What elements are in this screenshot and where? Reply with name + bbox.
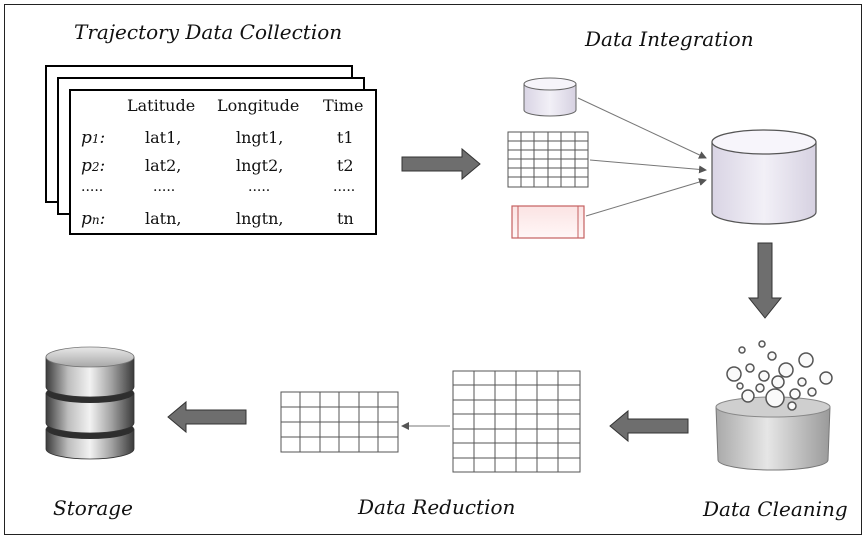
source-file-icon: [511, 205, 585, 239]
row-lat: lat2,: [145, 156, 182, 175]
arrow-left-to-reduction: [609, 409, 689, 443]
arrow-down: [747, 242, 783, 319]
source-table-icon: [507, 131, 589, 188]
caption-reduction: Data Reduction: [358, 495, 516, 519]
cleaning-pot-icon: [715, 340, 833, 471]
reduced-data-grid: [280, 391, 399, 453]
col-header-time: Time: [323, 96, 364, 115]
trajectory-table-card: Latitude Longitude Time p1: lat1, lngt1,…: [69, 89, 377, 235]
col-header-longitude: Longitude: [217, 96, 300, 115]
integrated-database-icon: [711, 129, 817, 225]
row-point-label: p1:: [81, 128, 106, 148]
col-header-latitude: Latitude: [127, 96, 196, 115]
caption-storage: Storage: [53, 496, 133, 520]
row-point-label: pn:: [81, 209, 106, 229]
caption-collection: Trajectory Data Collection: [74, 20, 343, 44]
row-point-label: .....: [81, 179, 104, 195]
connector-arrow: [577, 97, 707, 159]
row-lng: lngt1,: [236, 128, 284, 147]
caption-integration: Data Integration: [585, 27, 754, 51]
arrow-left-to-storage: [167, 400, 247, 434]
row-lng: .....: [248, 179, 271, 195]
connector-arrow: [589, 159, 707, 174]
row-time: t2: [337, 156, 354, 175]
row-lng: lngt2,: [236, 156, 284, 175]
row-time: t1: [337, 128, 354, 147]
row-lat: latn,: [145, 209, 182, 228]
row-time: .....: [333, 179, 356, 195]
row-lat: .....: [153, 179, 176, 195]
row-time: tn: [337, 209, 354, 228]
row-lat: lat1,: [145, 128, 182, 147]
caption-cleaning: Data Cleaning: [703, 497, 848, 521]
full-data-grid: [452, 370, 581, 473]
connector-arrow: [585, 178, 707, 217]
storage-database-icon: [45, 346, 135, 460]
row-point-label: p2:: [81, 156, 106, 176]
row-lng: lngtn,: [236, 209, 284, 228]
source-database-icon: [523, 77, 577, 117]
arrow-right: [401, 147, 481, 181]
